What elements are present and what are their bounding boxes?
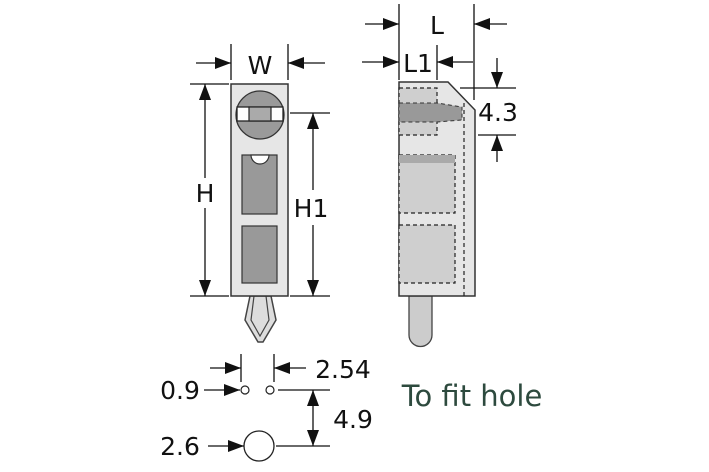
side-pin (408, 295, 433, 348)
window-upper (241, 154, 278, 215)
pitch-label: 2.54 (315, 355, 371, 384)
hole-pattern: 0.9 2.54 4.9 2.6 To fit hole (160, 354, 543, 462)
window-lower (241, 225, 278, 284)
spacing-label: 4.9 (333, 405, 373, 434)
small-hole-left (240, 385, 250, 395)
front-view: W H H1 (190, 44, 330, 343)
large-hole (243, 430, 275, 462)
small-hole-dia-label: 0.9 (160, 376, 200, 405)
large-hole-dia-label: 2.6 (160, 432, 200, 461)
fit-hole-caption: To fit hole (401, 379, 543, 413)
side-view: L L1 4.3 (362, 4, 518, 348)
screw-hidden (398, 102, 463, 123)
height1-label: H1 (294, 194, 329, 223)
small-hole-right (265, 385, 275, 395)
width-label: W (248, 51, 273, 80)
height-label: H (196, 179, 215, 208)
offset-label: 4.3 (478, 98, 518, 127)
length-label: L (430, 11, 444, 40)
length1-label: L1 (403, 49, 433, 78)
